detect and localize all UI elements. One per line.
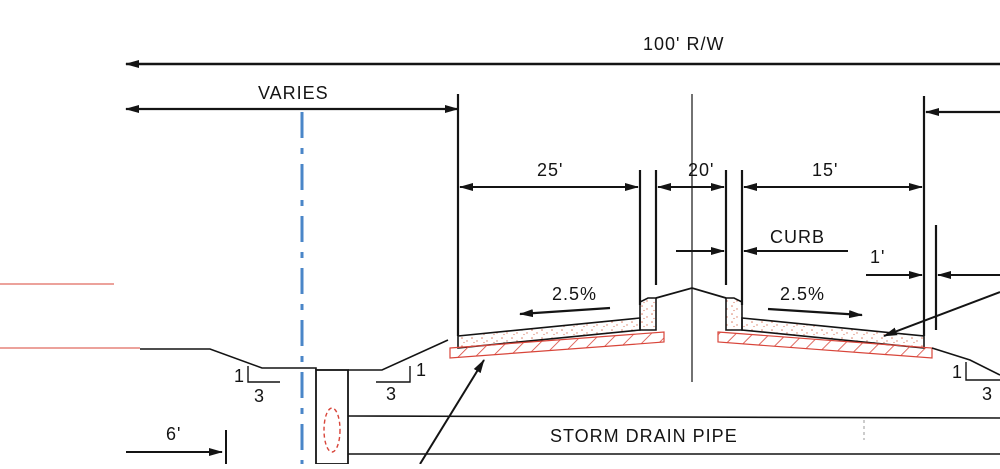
side-slope-left: 1 3	[234, 366, 280, 406]
curb-label: CURB	[770, 227, 825, 247]
ditch-offset-label: 6'	[166, 424, 181, 444]
leader-arrow-left	[419, 359, 485, 465]
svg-text:3: 3	[982, 384, 993, 404]
slope-arrows: 2.5% 2.5%	[519, 284, 863, 319]
lane-left-label: 25'	[537, 160, 563, 180]
ground-profile-right	[931, 347, 1000, 376]
slope-left-label: 2.5%	[552, 284, 597, 304]
svg-text:1: 1	[416, 360, 427, 380]
median-crown	[655, 287, 727, 299]
pavement-right	[717, 297, 933, 359]
lane-dimensions: 25' 20' 15'	[459, 160, 923, 191]
curb-offset-dimension: 1'	[866, 247, 1000, 279]
side-slope-right: 1 3	[952, 362, 1000, 404]
pavement-left	[449, 297, 665, 359]
svg-text:3: 3	[386, 384, 397, 404]
svg-text:3: 3	[254, 386, 265, 406]
extension-lines	[456, 94, 938, 336]
median-label: 20'	[688, 160, 714, 180]
side-slope-middle: 1 3	[376, 360, 427, 404]
lane-right-label: 15'	[812, 160, 838, 180]
storm-drain-pipe: STORM DRAIN PIPE	[347, 415, 1000, 455]
svg-text:1: 1	[234, 366, 245, 386]
curb-offset-label: 1'	[870, 247, 885, 267]
storm-drain-label: STORM DRAIN PIPE	[550, 426, 738, 446]
inlet-box	[315, 369, 349, 465]
row-width-label: 100' R/W	[643, 34, 724, 54]
svg-text:1: 1	[952, 362, 963, 382]
ditch-offset-dimension: 6'	[126, 424, 227, 464]
row-dimension: 100' R/W	[125, 34, 1000, 68]
varies-dimension: VARIES	[125, 83, 459, 113]
curb-callout: CURB	[676, 227, 848, 255]
varies-label: VARIES	[258, 83, 329, 103]
pipe-opening	[323, 407, 341, 453]
ground-profile-left	[140, 348, 317, 370]
ditch-backslope	[348, 339, 449, 371]
leader-arrow-right	[883, 291, 1000, 337]
slope-right-label: 2.5%	[780, 284, 825, 304]
